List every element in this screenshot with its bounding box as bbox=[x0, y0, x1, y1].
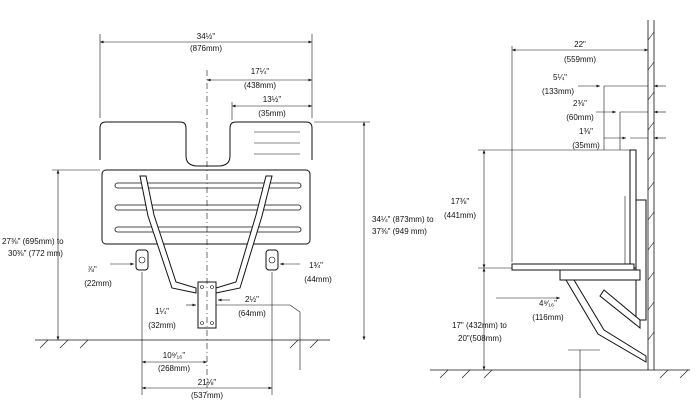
dim-seat-height-line2: 30⅜" (772 mm) bbox=[8, 249, 63, 258]
front-extension-lines bbox=[52, 34, 370, 395]
dim-bracket-width-metric: (32mm) bbox=[148, 321, 176, 330]
dim-inner-span-imperial: 10⁹⁄₁₆" bbox=[163, 351, 186, 360]
wall-mount-bracket bbox=[635, 199, 647, 321]
dim-leg-span-metric: (537mm) bbox=[191, 391, 223, 400]
side-extension-lines bbox=[478, 46, 648, 351]
dim-seat-floor-line2: 20"(508mm) bbox=[458, 334, 502, 343]
dim-leg-offset-imperial: 4⁹⁄₁₆" bbox=[539, 299, 557, 308]
right-pivot-bracket bbox=[265, 249, 279, 271]
floor-hatch bbox=[39, 339, 319, 349]
dim-bracket-width-imperial: 1¼" bbox=[155, 307, 169, 316]
dim-inner-span-metric: (268mm) bbox=[158, 364, 190, 373]
bracket-bolts bbox=[200, 285, 214, 325]
dim-depth-imperial: 22" bbox=[574, 40, 586, 49]
dim-right-offset-imperial: 1¾" bbox=[309, 261, 323, 270]
dim-leg-span-imperial: 21⅛" bbox=[198, 378, 217, 387]
wall-hatch bbox=[647, 31, 655, 341]
side-brace bbox=[599, 289, 641, 330]
dim-seat-floor-line1: 17" (432mm) to bbox=[452, 321, 507, 330]
dim-left-offset-metric: (22mm) bbox=[84, 279, 112, 288]
left-pivot-bracket bbox=[135, 249, 149, 271]
dim-seat-inset-metric: (35mm) bbox=[258, 109, 286, 118]
side-seat bbox=[511, 263, 635, 271]
dim-offset-a-imperial: 5¼" bbox=[553, 73, 567, 82]
side-dimension-lines bbox=[482, 48, 666, 398]
backrest-outline bbox=[99, 121, 313, 167]
side-view: 22" (559mm) 5¼" (133mm) 2⅜" (60mm) 1⅜" (… bbox=[430, 20, 690, 398]
dim-overall-width-metric: (876mm) bbox=[190, 44, 222, 53]
left-support-leg bbox=[139, 175, 197, 294]
front-view: 34½" (876mm) 17¼" (438mm) 13½" (35mm) 34… bbox=[2, 32, 434, 400]
dim-leg-offset-metric: (116mm) bbox=[532, 313, 564, 322]
dim-overall-height-line2: 37⅜" (949 mm) bbox=[372, 227, 427, 236]
side-backrest bbox=[629, 149, 637, 269]
dim-overall-height-line1: 34¼" (873mm) to bbox=[372, 215, 434, 224]
side-support-leg bbox=[565, 279, 647, 363]
dim-offset-b-metric: (60mm) bbox=[566, 113, 594, 122]
dim-seat-inset-imperial: 13½" bbox=[263, 95, 282, 104]
dim-offset-c-imperial: 1⅜" bbox=[579, 127, 593, 136]
front-dimension-lines bbox=[56, 40, 366, 390]
backrest-slots bbox=[254, 131, 300, 155]
dim-half-width-metric: (438mm) bbox=[244, 81, 276, 90]
dim-offset-c-metric: (35mm) bbox=[572, 141, 600, 150]
dim-overall-width-imperial: 34½" bbox=[197, 32, 216, 41]
dim-left-offset-imperial: ⅞" bbox=[87, 265, 97, 274]
side-floor-hatch bbox=[439, 369, 689, 379]
side-seat-frame bbox=[559, 269, 641, 281]
dim-seat-height-line1: 27⅜" (695mm) to bbox=[2, 237, 64, 246]
dim-offset-b-imperial: 2⅜" bbox=[573, 99, 587, 108]
dim-bracket-height-metric: (64mm) bbox=[238, 309, 266, 318]
dim-offset-a-metric: (133mm) bbox=[542, 87, 574, 96]
dim-back-height-metric: (441mm) bbox=[444, 211, 476, 220]
dim-right-offset-metric: (44mm) bbox=[304, 275, 332, 284]
dim-back-height-imperial: 17⅜" bbox=[451, 197, 470, 206]
dim-half-width-imperial: 17¼" bbox=[251, 67, 270, 76]
dim-depth-metric: (559mm) bbox=[564, 55, 596, 64]
dim-bracket-height-imperial: 2½" bbox=[245, 295, 259, 304]
